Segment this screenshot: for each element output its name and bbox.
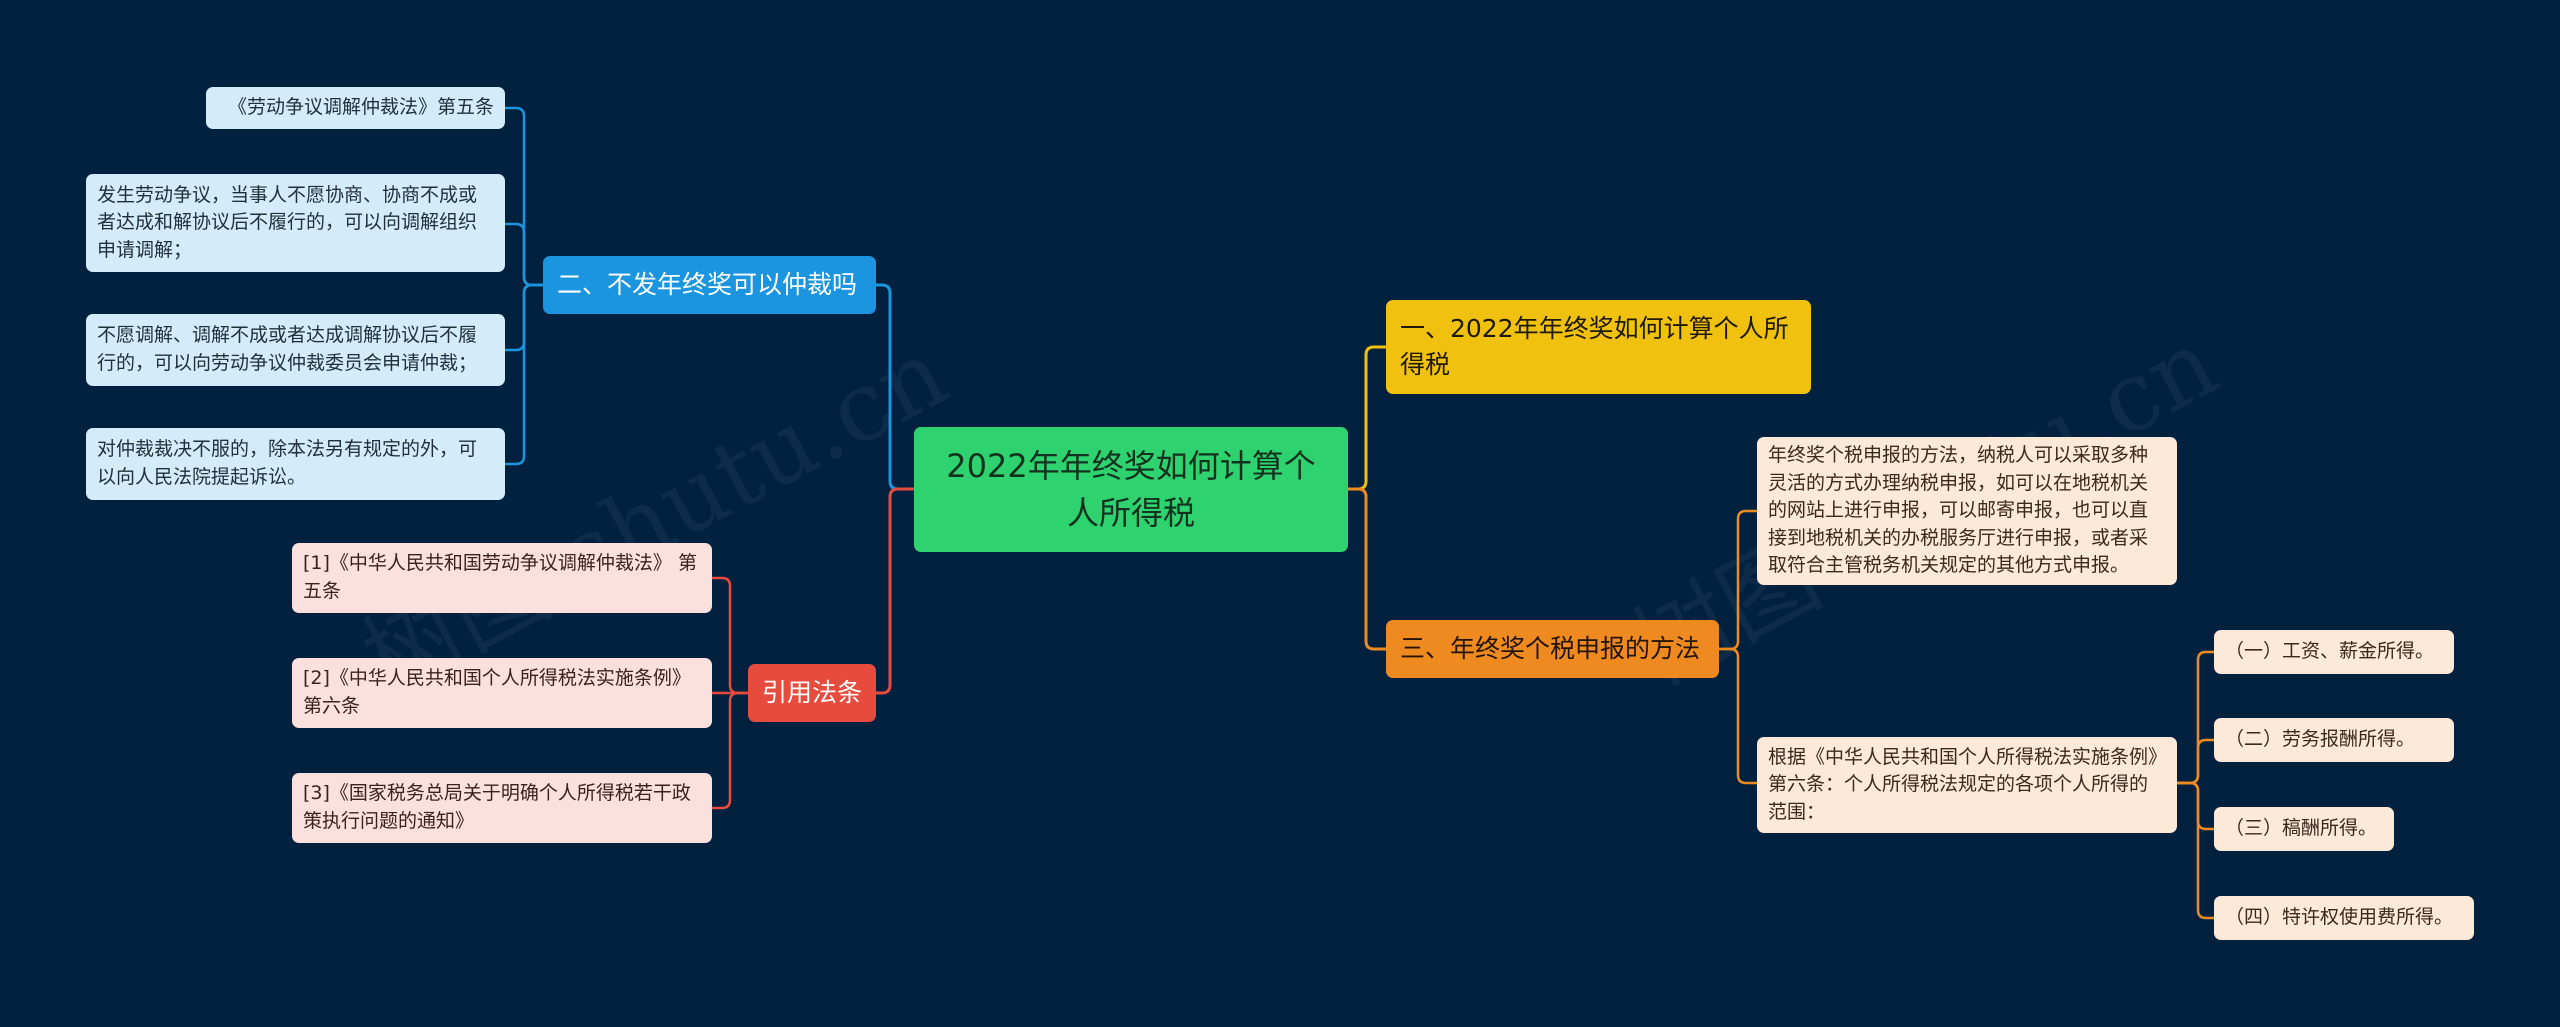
leaf-income-franchise[interactable]: （四）特许权使用费所得。 [2214,896,2474,940]
leaf-cited-law-2[interactable]: [2]《中华人民共和国个人所得税法实施条例》 第六条 [292,658,712,728]
leaf-income-labor[interactable]: （二）劳务报酬所得。 [2214,718,2454,762]
leaf-cited-law-1[interactable]: [1]《中华人民共和国劳动争议调解仲裁法》 第五条 [292,543,712,613]
link-blue-to-leaf-2 [505,222,543,287]
link-scope-to-item-4 [2177,781,2214,920]
root-topic[interactable]: 2022年年终奖如何计算个人所得税 [914,427,1348,552]
leaf-cited-law-3[interactable]: [3]《国家税务总局关于明确个人所得税若干政策执行问题的通知》 [292,773,712,843]
link-scope-to-item-2 [2177,738,2214,785]
leaf-filing-methods[interactable]: 年终奖个税申报的方法，纳税人可以采取多种灵活的方式办理纳税申报，如可以在地税机关… [1757,437,2177,585]
leaf-arbitration-law-article[interactable]: 《劳动争议调解仲裁法》第五条 [206,87,505,129]
leaf-income-scope[interactable]: 根据《中华人民共和国个人所得税法实施条例》第六条：个人所得税法规定的各项个人所得… [1757,737,2177,833]
link-red-to-leaf-3 [712,691,748,810]
leaf-lawsuit[interactable]: 对仲裁裁决不服的，除本法另有规定的外，可以向人民法院提起诉讼。 [86,428,505,500]
branch-arbitration[interactable]: 二、不发年终奖可以仲裁吗 [543,256,876,314]
link-blue-to-leaf-4 [505,283,543,466]
link-root-to-yellow-branch [1348,345,1386,491]
link-orange-to-leaf-2 [1719,647,1757,785]
leaf-income-salary[interactable]: （一）工资、薪金所得。 [2214,630,2454,674]
link-root-to-blue-branch [876,283,914,491]
link-scope-to-item-3 [2177,781,2214,831]
branch-filing-method[interactable]: 三、年终奖个税申报的方法 [1386,620,1719,678]
branch-cited-laws[interactable]: 引用法条 [748,664,876,722]
link-orange-to-leaf-1 [1719,509,1757,651]
leaf-mediation[interactable]: 发生劳动争议，当事人不愿协商、协商不成或者达成和解协议后不履行的，可以向调解组织… [86,174,505,272]
leaf-income-royalty[interactable]: （三）稿酬所得。 [2214,807,2394,851]
link-red-to-leaf-1 [712,576,748,695]
leaf-arbitration-application[interactable]: 不愿调解、调解不成或者达成调解协议后不履行的，可以向劳动争议仲裁委员会申请仲裁； [86,314,505,386]
link-root-to-orange-branch [1348,487,1386,651]
branch-calculation[interactable]: 一、2022年年终奖如何计算个人所得税 [1386,300,1811,394]
link-root-to-red-branch [876,487,914,695]
link-scope-to-item-1 [2177,650,2214,785]
